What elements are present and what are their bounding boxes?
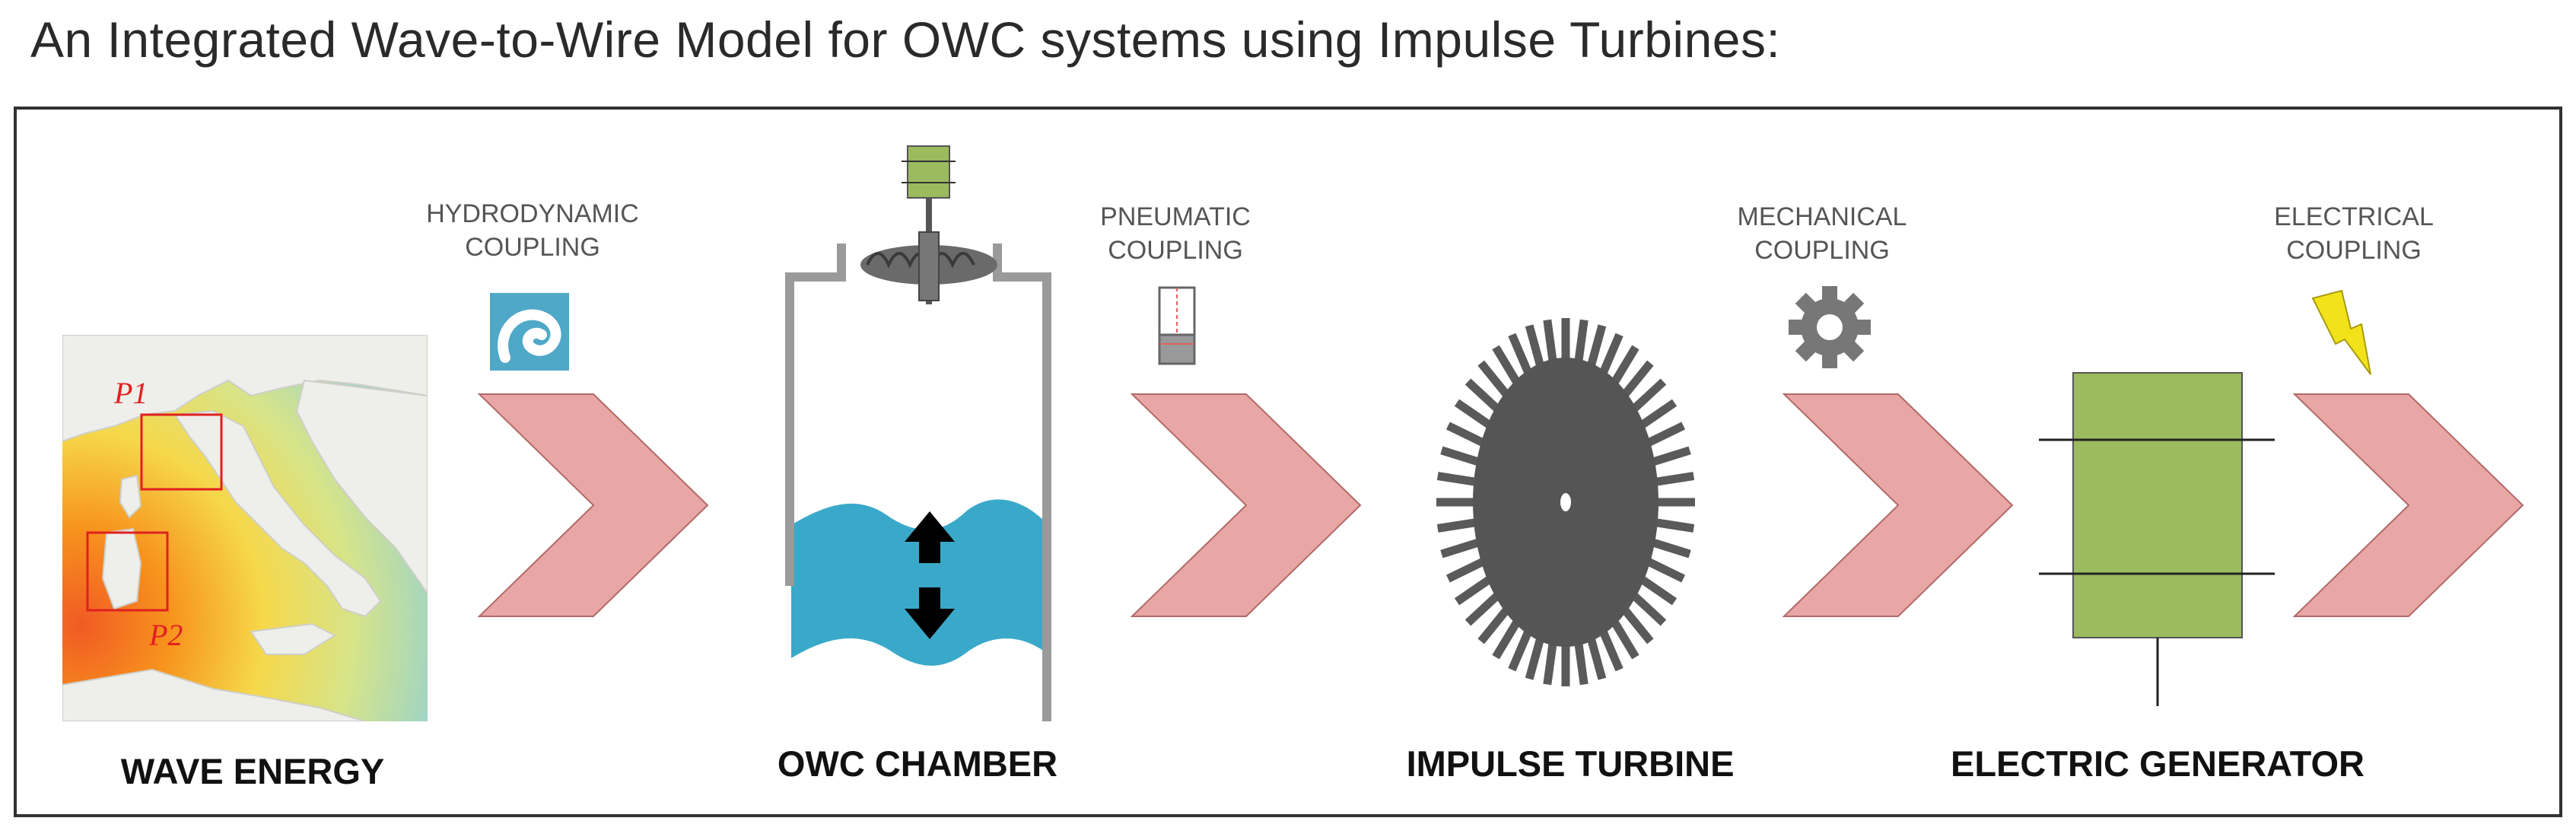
turbine-blade: [1585, 632, 1607, 680]
turbine-blade: [1585, 324, 1607, 372]
chamber-duct-right: [993, 243, 1002, 282]
coupling-electrical-line2: COUPLING: [2286, 236, 2422, 265]
wave-energy-map: P1 P2: [62, 335, 428, 721]
turbine-blade: [1508, 333, 1534, 380]
chamber-duct-left: [837, 243, 846, 282]
generator-body: [2072, 372, 2243, 638]
turbine-hub: [1560, 493, 1571, 511]
land-africa: [62, 668, 366, 721]
p1-marker-box: [140, 413, 223, 491]
turbine-blade: [1543, 319, 1558, 368]
coupling-hydrodynamic-line2: COUPLING: [465, 233, 600, 262]
turbine-blade: [1525, 632, 1546, 680]
turbine-blade: [1543, 637, 1558, 686]
coupling-arrow-electrical: [2292, 393, 2524, 617]
gear-icon: [1789, 286, 1871, 368]
land-sardinia: [101, 527, 142, 610]
stage-label-electric-generator: ELECTRIC GENERATOR: [1951, 743, 2365, 784]
turbine-blade: [1492, 615, 1524, 660]
land-italy: [173, 409, 382, 618]
turbine-blade: [1525, 324, 1546, 372]
land-corsica: [119, 474, 142, 519]
electric-generator: [2039, 372, 2275, 706]
turbine-blade: [1597, 625, 1624, 672]
wave-swirl-icon: [490, 293, 569, 371]
lightning-icon: [2311, 289, 2371, 375]
turbine-blade: [1492, 345, 1524, 390]
stage-label-wave-energy: WAVE ENERGY: [121, 751, 384, 791]
land-sicily: [250, 622, 337, 655]
coupling-pneumatic-line1: PNEUMATIC: [1100, 202, 1251, 231]
p2-marker-box: [86, 531, 169, 612]
p1-marker-label: P1: [113, 376, 148, 410]
stage-label-impulse-turbine: IMPULSE TURBINE: [1407, 743, 1735, 784]
coupling-arrow-pneumatic: [1130, 393, 1362, 617]
coupling-hydrodynamic-line1: HYDRODYNAMIC: [426, 199, 639, 228]
turbine-blade: [1597, 333, 1624, 380]
chamber-water: [791, 499, 1048, 666]
coupling-pneumatic-line2: COUPLING: [1108, 236, 1243, 265]
coupling-mechanical-line2: COUPLING: [1754, 236, 1890, 265]
stage-label-owc-chamber: OWC CHAMBER: [778, 743, 1057, 784]
chamber-generator: [907, 145, 950, 199]
land-balkans: [295, 379, 428, 595]
turbine-blade: [1608, 345, 1639, 390]
page-title: An Integrated Wave-to-Wire Model for OWC…: [30, 11, 1781, 68]
impulse-turbine: [1436, 318, 1695, 686]
coupling-mechanical-line1: MECHANICAL: [1738, 202, 1907, 231]
piston-icon: [1158, 286, 1196, 365]
turbine-blade: [1508, 625, 1534, 672]
coupling-arrow-mechanical: [1782, 393, 2014, 617]
chamber-top-left: [785, 272, 846, 282]
owc-chamber: [785, 145, 1051, 721]
chamber-top-right: [993, 272, 1051, 282]
p2-marker-label: P2: [148, 618, 183, 652]
turbine-blade: [1608, 615, 1639, 660]
chamber-right-wall: [1042, 272, 1051, 721]
up-down-arrow-icon: [905, 511, 955, 639]
coupling-arrow-hydrodynamic: [477, 393, 709, 617]
chamber-left-wall: [785, 272, 794, 586]
turbine-blade: [1573, 637, 1589, 686]
turbine-blade: [1573, 319, 1589, 368]
coupling-electrical-line1: ELECTRICAL: [2274, 202, 2434, 231]
land-north: [62, 335, 428, 443]
